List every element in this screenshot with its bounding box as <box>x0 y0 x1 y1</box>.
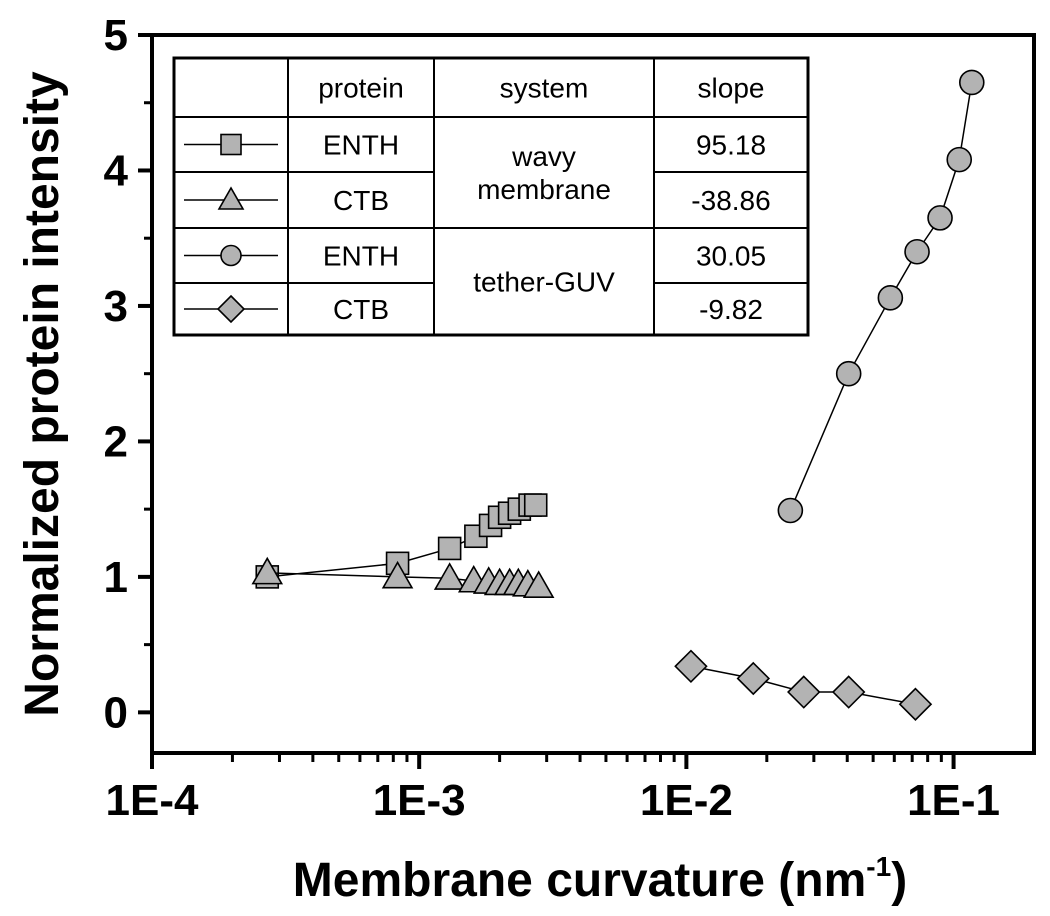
data-point-circle <box>777 497 804 524</box>
data-point-diamond <box>787 675 821 709</box>
ticks-layer: 1E-4 1E-3 1E-2 1E-1 0 1 2 3 4 5 <box>104 11 1001 825</box>
legend-slope: -38.86 <box>691 185 770 216</box>
legend-frame <box>172 56 810 337</box>
legend-header: protein <box>318 73 404 104</box>
x-tick-label: 1E-1 <box>907 776 1000 825</box>
y-tick-label: 1 <box>104 553 128 602</box>
series-triangle <box>251 556 555 598</box>
data-point-square <box>523 493 548 517</box>
x-tick-label: 1E-2 <box>640 776 733 825</box>
legend-slope: 95.18 <box>696 130 766 161</box>
data-point-square <box>437 536 462 561</box>
legend-slope: 30.05 <box>696 241 766 272</box>
y-tick-label: 3 <box>104 282 128 331</box>
data-point-triangle <box>433 562 466 590</box>
x-axis-title-text: Membrane curvature (nm <box>293 854 867 907</box>
legend-protein: CTB <box>333 294 389 325</box>
data-point-diamond <box>736 661 771 696</box>
data-point-circle <box>877 285 904 311</box>
series-circle <box>777 69 985 524</box>
data-point-circle <box>904 238 930 265</box>
x-axis-title-suffix: ) <box>891 854 907 907</box>
data-point-circle <box>835 360 862 387</box>
series-layer <box>251 69 985 721</box>
plot-frame <box>150 33 1036 755</box>
y-tick-label: 0 <box>104 688 128 737</box>
series-diamond <box>674 649 933 721</box>
x-axis-title: Membrane curvature (nm-1) <box>293 851 907 907</box>
legend-marker-triangle <box>217 186 245 210</box>
legend-header: system <box>500 73 589 104</box>
data-point-circle <box>946 146 973 173</box>
legend-system: membrane <box>477 174 611 205</box>
y-tick-label: 4 <box>104 146 129 195</box>
legend-slope: -9.82 <box>699 294 763 325</box>
y-tick-label: 5 <box>104 11 128 60</box>
y-axis-title: Normalized protein intensity <box>16 71 69 717</box>
legend-header: slope <box>698 73 765 104</box>
data-point-triangle <box>381 560 414 589</box>
legend-system: wavy <box>511 141 576 172</box>
legend-protein: ENTH <box>323 241 399 272</box>
x-tick-label: 1E-4 <box>106 776 199 825</box>
data-point-diamond <box>831 675 866 709</box>
legend-marker-circle <box>220 244 242 267</box>
x-tick-label: 1E-3 <box>373 776 466 825</box>
legend-system: tether-GUV <box>473 267 615 298</box>
data-point-circle <box>958 69 985 96</box>
x-axis-title-superscript: -1 <box>866 851 891 882</box>
data-point-circle <box>927 205 953 231</box>
data-point-triangle <box>251 556 284 585</box>
data-point-triangle <box>522 570 555 598</box>
series-square <box>255 493 548 589</box>
legend-marker-square <box>220 133 242 156</box>
data-point-diamond <box>674 649 708 684</box>
legend-marker-diamond <box>216 294 246 324</box>
legend-protein: CTB <box>333 185 389 216</box>
legend-protein: ENTH <box>323 130 399 161</box>
y-tick-label: 2 <box>104 417 128 466</box>
data-point-diamond <box>898 687 933 721</box>
